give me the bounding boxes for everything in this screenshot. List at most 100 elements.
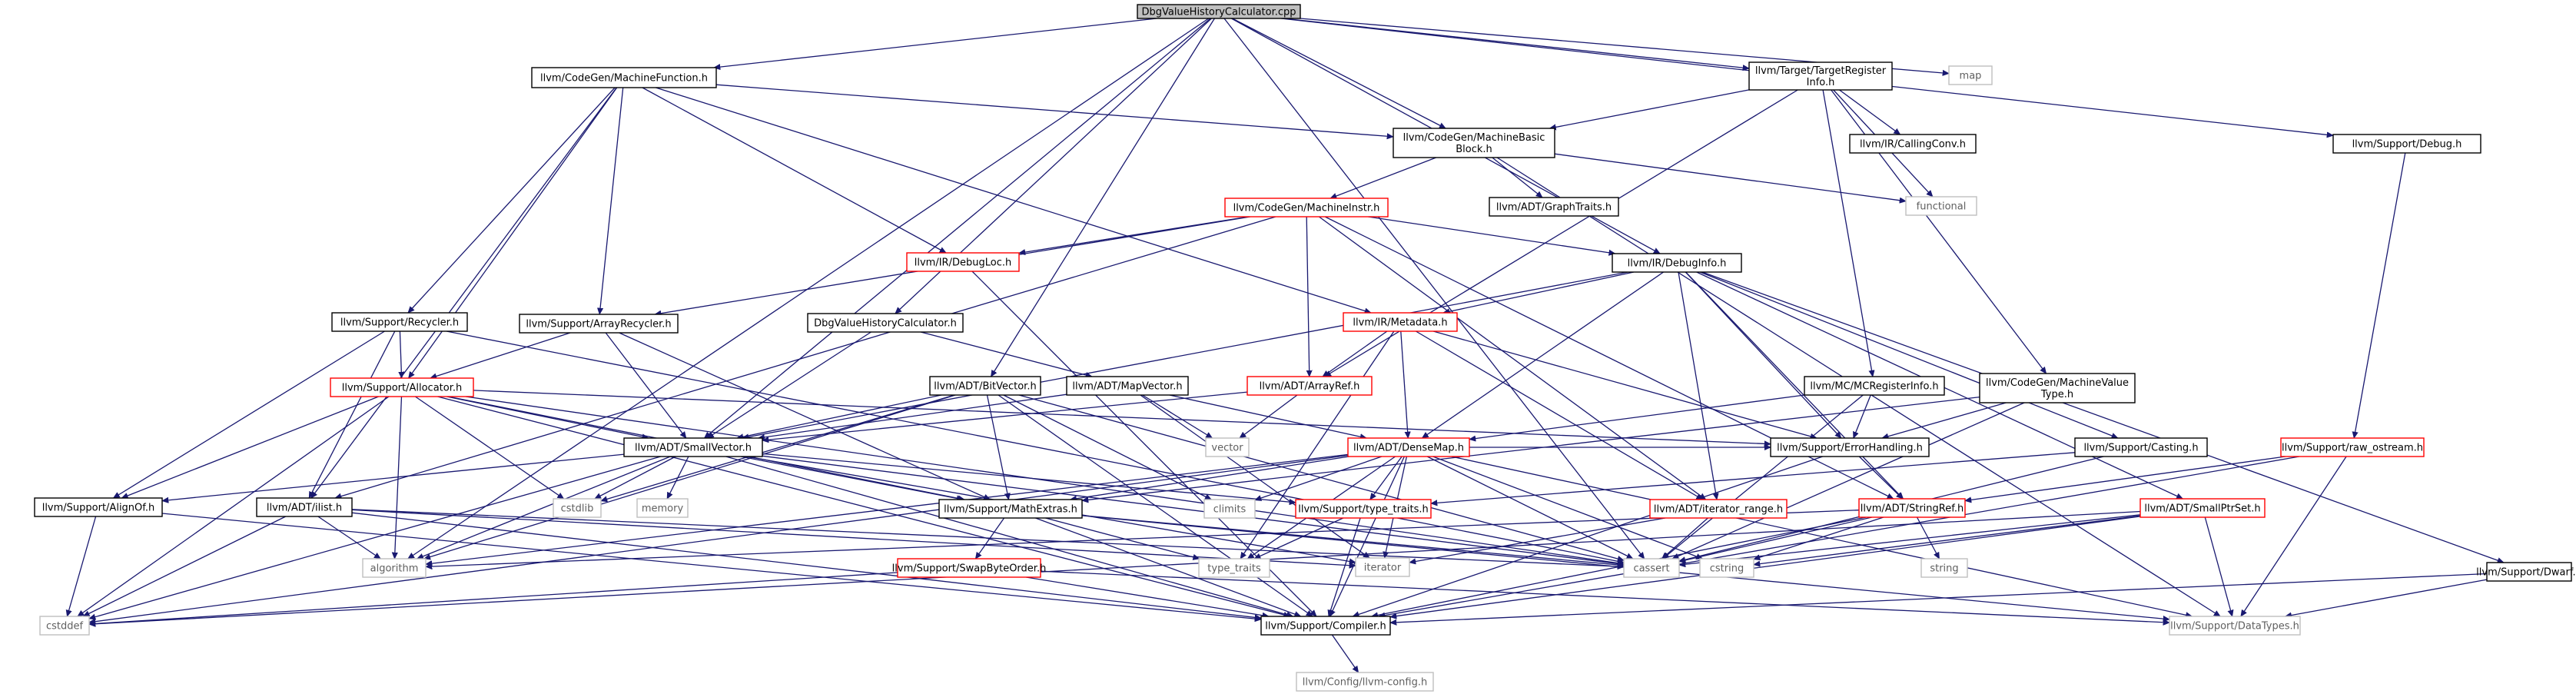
edge-mi-to-ir [1319, 216, 1705, 500]
edge-alloc-to-cstddef [78, 396, 390, 617]
node-rec[interactable]: llvm/Support/Recycler.h [331, 312, 468, 332]
node-label: llvm/IR/CallingConv.h [1860, 139, 1966, 151]
node-alloc[interactable]: llvm/Support/Allocator.h [330, 377, 474, 397]
node-layer: DbgValueHistoryCalculator.cpp llvm/CodeGe… [34, 4, 2576, 692]
node-di[interactable]: llvm/IR/DebugInfo.h [1612, 253, 1742, 273]
node-box [553, 498, 602, 518]
edge-dwarf-to-comp [1390, 573, 2488, 623]
node-alignof[interactable]: llvm/Support/AlignOf.h [34, 497, 163, 517]
node-ar[interactable]: llvm/ADT/ArrayRef.h [1247, 376, 1373, 396]
edge-alignof-to-cstddef [67, 516, 97, 616]
node-box [1489, 197, 1619, 217]
node-comp[interactable]: llvm/Support/Compiler.h [1260, 616, 1391, 636]
edge-root-to-mbb [1232, 18, 1446, 129]
node-mi[interactable]: llvm/CodeGen/MachineInstr.h [1224, 198, 1389, 217]
node-label: llvm/ADT/ArrayRef.h [1260, 381, 1360, 393]
node-sr[interactable]: llvm/ADT/StringRef.h [1858, 498, 1966, 518]
edge-dvhc-to-sv [708, 331, 871, 439]
node-label: type_traits [1207, 563, 1261, 575]
node-dm[interactable]: llvm/ADT/DenseMap.h [1347, 437, 1470, 457]
edge-dm-to-algorithm [426, 453, 1349, 564]
edge-mi-to-di [1368, 216, 1615, 254]
node-arec[interactable]: llvm/Support/ArrayRecycler.h [519, 314, 679, 334]
node-ir[interactable]: llvm/ADT/iterator_range.h [1649, 499, 1788, 519]
node-box [1748, 61, 1893, 91]
node-label: llvm/CodeGen/MachineFunction.h [540, 73, 708, 85]
node-dl[interactable]: llvm/IR/DebugLoc.h [906, 252, 1020, 272]
node-box [636, 498, 689, 518]
node-mv[interactable]: llvm/ADT/MapVector.h [1066, 376, 1189, 396]
node-cstddef: cstddef [39, 616, 90, 636]
edge-ar-to-vector [1240, 394, 1298, 438]
edge-ilist-to-iterator [351, 509, 1356, 566]
node-mf[interactable]: llvm/CodeGen/MachineFunction.h [531, 67, 717, 88]
edge-sr-to-cstring [1754, 516, 1884, 560]
node-box [1699, 558, 1754, 578]
node-ilist[interactable]: llvm/ADT/ilist.h [256, 497, 353, 517]
node-dvhc[interactable]: DbgValueHistoryCalculator.h [807, 313, 964, 333]
edge-dm-to-dt [1451, 456, 2193, 616]
node-box [2139, 498, 2266, 518]
edge-me-to-type_traits [1045, 517, 1199, 559]
edge-rec-to-alignof [114, 330, 385, 499]
node-sv[interactable]: llvm/ADT/SmallVector.h [623, 437, 763, 457]
edge-mv-to-sv [759, 393, 1067, 438]
node-box [1247, 376, 1373, 396]
edge-mbb-to-gt [1492, 157, 1542, 198]
edge-di-to-sv [742, 271, 1628, 438]
node-box [1137, 4, 1301, 19]
node-box [1203, 499, 1256, 519]
node-sbo[interactable]: llvm/Support/SwapByteOrder.h [892, 558, 1047, 578]
node-box [1979, 373, 2136, 403]
edge-ilist-to-algorithm [317, 516, 380, 560]
edge-mv-to-vector [1142, 394, 1213, 439]
node-box [362, 558, 427, 578]
node-md[interactable]: llvm/IR/Metadata.h [1343, 312, 1458, 332]
node-label: DbgValueHistoryCalculator.h [814, 318, 957, 330]
node-cc[interactable]: llvm/IR/CallingConv.h [1849, 134, 1977, 154]
edge-mcri-to-eh [1854, 394, 1871, 438]
node-label: map [1960, 71, 1982, 82]
node-eh[interactable]: llvm/Support/ErrorHandling.h [1770, 437, 1930, 457]
node-mcri[interactable]: llvm/MC/MCRegisterInfo.h [1804, 376, 1945, 396]
node-dbg[interactable]: llvm/Support/Debug.h [2332, 134, 2481, 154]
node-box [2074, 437, 2208, 457]
node-sps[interactable]: llvm/ADT/SmallPtrSet.h [2139, 498, 2266, 518]
node-label: iterator [1364, 563, 1402, 574]
node-gt[interactable]: llvm/ADT/GraphTraits.h [1489, 197, 1619, 217]
node-me[interactable]: llvm/Support/MathExtras.h [938, 499, 1083, 519]
node-box [519, 314, 679, 334]
node-label: llvm/IR/DebugLoc.h [915, 257, 1011, 269]
node-dt: llvm/Support/DataTypes.h [2169, 616, 2301, 636]
node-label: llvm/ADT/MapVector.h [1072, 381, 1182, 393]
node-root[interactable]: DbgValueHistoryCalculator.cpp [1137, 4, 1301, 19]
node-label: llvm/Support/Allocator.h [342, 383, 463, 394]
edge-mf-to-rec [408, 87, 616, 313]
node-label: cstring [1710, 563, 1744, 575]
edge-di-to-sr [1685, 271, 1904, 499]
edge-eh-to-comp [1353, 456, 1823, 616]
node-bv[interactable]: llvm/ADT/BitVector.h [929, 376, 1041, 396]
edge-sv-to-alignof [162, 453, 625, 501]
edge-mf-to-mbb [715, 84, 1393, 137]
node-cast[interactable]: llvm/Support/Casting.h [2074, 437, 2208, 457]
edge-ilist-to-cstddef [83, 516, 286, 617]
edge-sv-to-cstddef [89, 456, 661, 619]
node-string: string [1920, 558, 1968, 578]
node-label: llvm/Support/Casting.h [2083, 443, 2198, 454]
edge-di-to-ir [1678, 271, 1717, 500]
node-tt[interactable]: llvm/Support/type_traits.h [1295, 499, 1432, 519]
edge-sr-to-cassert [1679, 516, 1872, 562]
edge-rec-to-alloc [400, 330, 401, 378]
node-dwarf[interactable]: llvm/Support/Dwarf.h [2476, 562, 2576, 582]
edge-dm-to-me [1071, 456, 1349, 500]
edge-root-to-cassert [1223, 18, 1645, 559]
node-label: llvm/Support/type_traits.h [1298, 504, 1429, 516]
node-label: llvm/ADT/SmallPtrSet.h [2144, 503, 2260, 515]
edge-ir-to-cassert [1662, 517, 1708, 559]
edge-mf-to-ilist [311, 87, 617, 498]
node-ro[interactable]: llvm/Support/raw_ostream.h [2280, 437, 2425, 457]
